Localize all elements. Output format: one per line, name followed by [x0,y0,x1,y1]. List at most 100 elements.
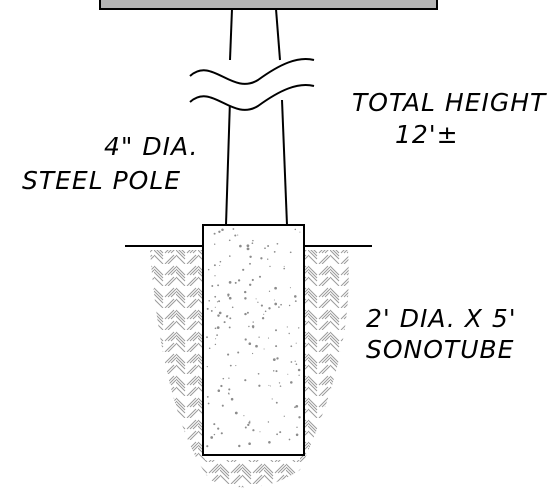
concrete-speckle [290,381,293,384]
concrete-speckle [257,372,260,375]
concrete-speckle [244,426,247,429]
concrete-speckle [298,416,301,419]
steel-pole [225,8,288,226]
concrete-speckle [248,342,252,346]
concrete-speckle [227,392,230,395]
concrete-speckle [297,368,301,372]
total-height-label-line1: TOTAL HEIGHT [352,88,547,117]
concrete-speckle [207,268,210,271]
concrete-speckle [258,275,262,278]
concrete-speckle [216,301,219,303]
concrete-speckle [238,444,241,448]
concrete-speckle [278,382,281,384]
concrete-speckle [258,384,261,387]
concrete-speckle [267,245,270,247]
concrete-speckle [206,395,209,398]
concrete-speckle [289,287,291,289]
concrete-speckle [237,279,241,282]
concrete-speckle [227,295,230,297]
concrete-speckle [248,325,250,328]
concrete-speckle [271,398,273,400]
concrete-speckle [273,299,275,301]
concrete-speckle [229,317,232,320]
concrete-speckle [288,438,291,441]
concrete-speckle [289,251,292,254]
concrete-speckle [260,257,263,260]
concrete-speckle [221,228,224,231]
concrete-speckle [216,334,218,336]
concrete-speckle [283,415,285,417]
concrete-speckle [242,268,245,271]
concrete-speckle [249,420,251,422]
concrete-speckle [249,255,252,259]
concrete-speckle [248,421,251,424]
concrete-speckle [252,326,255,329]
concrete-speckle [216,326,220,329]
concrete-speckle [249,283,252,286]
concrete-speckle [259,431,261,433]
concrete-speckle [294,300,297,302]
concrete-speckle [263,348,265,350]
concrete-speckle [228,326,231,329]
concrete-speckle [208,299,211,302]
concrete-speckle [251,278,254,282]
concrete-speckle [268,307,271,310]
concrete-speckle [217,427,220,430]
concrete-speckle [217,284,220,287]
concrete-speckle [294,228,297,231]
concrete-speckle [220,384,223,388]
concrete-speckle [207,402,210,405]
concrete-speckle [278,306,280,308]
sonotube-label-line1: 2' DIA. X 5' [366,304,517,333]
concrete-speckle [234,411,238,415]
concrete-speckle [218,230,221,233]
concrete-speckle [267,337,270,339]
concrete-speckle [228,239,231,242]
concrete-speckle [255,298,257,300]
concrete-speckle [213,433,216,436]
concrete-speckle [213,264,216,267]
concrete-speckle [294,360,296,362]
concrete-speckle [229,255,231,257]
concrete-speckle [257,301,259,303]
concrete-speckle [248,442,251,446]
concrete-speckle [297,327,300,329]
concrete-speckle [269,385,271,387]
concrete-speckle [217,389,221,392]
concrete-speckle [246,244,250,248]
concrete-speckle [244,338,247,341]
concrete-speckle [232,228,235,230]
concrete-speckle [251,242,254,245]
concrete-speckle [295,433,299,437]
concrete-speckle [228,281,232,284]
concrete-speckle [280,303,282,306]
concrete-speckle [218,311,222,315]
concrete-speckle [228,377,230,379]
concrete-speckle [222,377,225,380]
concrete-speckle [275,401,278,404]
concrete-speckle [268,384,270,386]
concrete-speckle [286,326,288,328]
concrete-speckle [267,258,269,260]
pole-label-line2: STEEL POLE [22,166,181,195]
concrete-speckle [252,239,254,242]
concrete-speckle [235,365,237,367]
concrete-speckle [208,347,211,349]
sonotube-concrete [202,224,305,456]
concrete-speckle [206,307,209,310]
concrete-speckle [247,423,250,427]
concrete-speckle [269,265,271,268]
concrete-speckle [231,306,234,309]
concrete-speckle [273,250,276,253]
concrete-speckle [246,247,250,251]
total-height-label-line2: 12'± [395,120,459,149]
concrete-speckle [276,242,279,245]
concrete-speckle [264,247,266,250]
concrete-speckle [276,357,279,360]
concrete-speckle [210,309,213,312]
concrete-speckle [295,363,298,366]
concrete-speckle [228,296,232,300]
concrete-speckle [274,302,278,306]
concrete-speckle [296,426,298,429]
